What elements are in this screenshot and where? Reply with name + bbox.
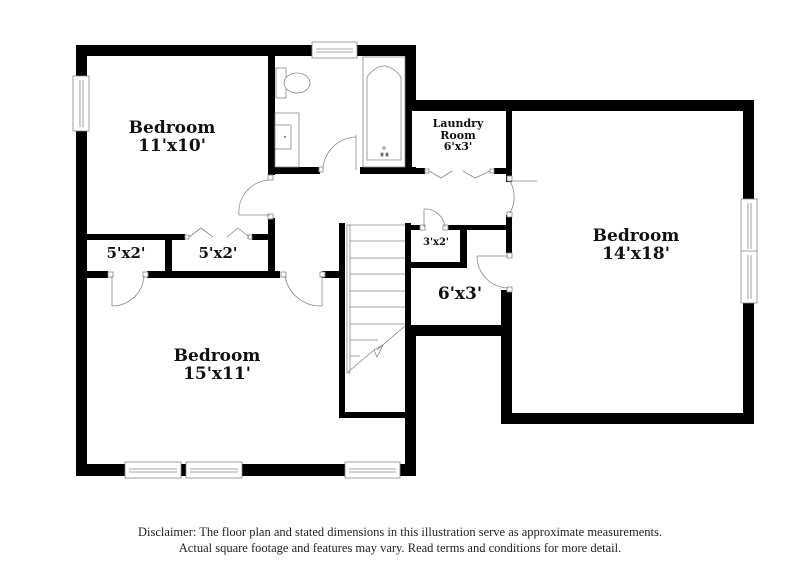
room-label-bedroom-2: Bedroom 15'x11' <box>157 346 277 384</box>
window-icon <box>185 461 243 479</box>
wall-bath-right <box>405 45 416 111</box>
room-name: Bedroom <box>173 346 261 366</box>
room-name-line1: Laundry <box>432 117 484 130</box>
window-icon <box>311 41 358 59</box>
door-icon <box>506 175 537 218</box>
room-dimensions: 5'x2' <box>198 244 238 262</box>
door-icon <box>419 208 449 231</box>
wall-stair-right <box>405 223 411 336</box>
wall-bath-bottom-left <box>268 167 320 174</box>
wall-closets-top-right <box>252 234 274 240</box>
room-label-bedroom-3: Bedroom 14'x18' <box>576 226 696 264</box>
wall-left-lower <box>76 131 87 476</box>
stairs-icon <box>346 224 406 374</box>
room-dimensions: 15'x11' <box>183 363 251 384</box>
wall-right-lower <box>743 303 754 424</box>
wall-closet3x2-right <box>460 225 467 268</box>
room-name: Bedroom <box>592 226 680 246</box>
bathtub-icon <box>362 56 406 168</box>
room-dimensions: 3'x2' <box>422 237 449 248</box>
wall-bedroom3-bottom <box>501 413 754 424</box>
wall-top-right-bath <box>357 45 416 56</box>
wall-closet3x2-bottom <box>405 262 467 268</box>
window-icon <box>72 75 90 132</box>
wall-closets-divider <box>165 234 172 278</box>
door-icon <box>107 271 149 307</box>
room-label-closet-d: 6'x3' <box>425 284 495 304</box>
wall-bedroom3-left-mid <box>506 215 512 253</box>
room-dimensions: 14'x18' <box>602 243 670 264</box>
disclaimer-line-2: Actual square footage and features may v… <box>178 541 622 555</box>
wall-closets-top-left <box>87 234 185 240</box>
door-icon <box>476 252 513 293</box>
wall-bath-bottom-right <box>360 167 416 174</box>
wall-laundry-bottom-right <box>494 168 512 174</box>
wall-bottom-a <box>76 464 125 476</box>
disclaimer: Disclaimer: The floor plan and stated di… <box>0 524 800 556</box>
room-name: Bedroom <box>128 118 216 138</box>
disclaimer-line-1: Disclaimer: The floor plan and stated di… <box>138 525 662 539</box>
wall-laundry-bottom-left <box>405 168 425 174</box>
room-label-closet-b: 5'x2' <box>186 244 250 262</box>
wall-center-right <box>405 336 416 476</box>
toilet-icon <box>275 67 311 99</box>
room-dimensions: 6'x3' <box>437 284 483 304</box>
wall-closet-bottom <box>405 325 512 336</box>
room-label-closet-a: 5'x2' <box>94 244 158 262</box>
room-name-line2: Room <box>440 128 476 142</box>
wall-closet3x2-top-left <box>405 225 420 230</box>
wall-bottom-b <box>181 464 186 476</box>
wall-left-upper <box>76 45 87 76</box>
window-icon <box>344 461 401 479</box>
window-icon <box>740 198 758 304</box>
bifold-door-icon <box>424 168 495 179</box>
room-dimensions: 11'x10' <box>138 135 206 156</box>
door-icon <box>280 271 326 307</box>
room-label-laundry: Laundry Room 6'x3' <box>418 118 498 153</box>
wall-bedroom1-right-lower <box>268 218 275 278</box>
wall-right-upper <box>743 100 754 199</box>
wall-closet3x2-top-right <box>448 225 512 230</box>
room-label-closet-c: 3'x2' <box>413 237 459 249</box>
wall-laundry-top <box>405 100 754 111</box>
wall-bedroom1-right-upper <box>268 56 275 175</box>
wall-laundry-left <box>405 100 412 174</box>
window-icon <box>124 461 182 479</box>
room-dimensions: 5'x2' <box>106 244 146 262</box>
bifold-door-icon <box>184 227 253 240</box>
wall-bedroom3-left-lower <box>501 290 512 424</box>
wall-stair-left <box>339 223 345 418</box>
door-icon <box>318 135 357 173</box>
wall-bottom-c <box>242 464 345 476</box>
wall-closets-bottom-right <box>147 271 280 278</box>
wall-laundry-right <box>506 100 512 182</box>
wall-stair-bottom <box>339 412 411 418</box>
wall-closets-bottom-left <box>87 271 108 278</box>
wall-hall-stub <box>322 271 345 278</box>
room-label-bedroom-1: Bedroom 11'x10' <box>112 118 232 156</box>
room-dimensions: 6'x3' <box>443 140 473 154</box>
sink-icon <box>274 112 300 168</box>
door-icon <box>238 174 274 220</box>
wall-top-left <box>76 45 312 56</box>
